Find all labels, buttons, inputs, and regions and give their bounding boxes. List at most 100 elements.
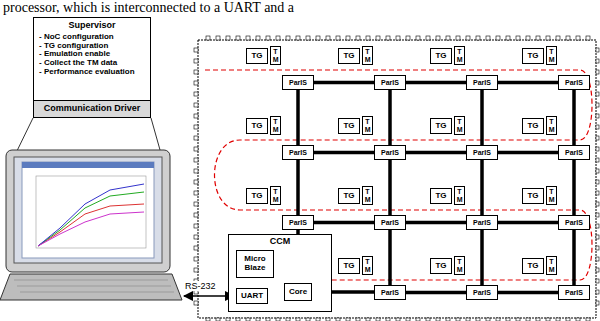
box-label: ParIS bbox=[565, 219, 583, 227]
box-label: ParIS bbox=[381, 289, 399, 297]
box-label: ParIS bbox=[565, 79, 583, 87]
noc-link bbox=[572, 90, 576, 145]
module-box: TG bbox=[430, 48, 452, 64]
box-label: T M bbox=[457, 118, 463, 133]
box-label: ParIS bbox=[289, 79, 307, 87]
module-box: ParIS bbox=[558, 215, 590, 230]
box-label: Communication Driver bbox=[44, 104, 141, 114]
noc-link bbox=[498, 221, 558, 225]
box-label: T M bbox=[549, 188, 555, 203]
noc-link bbox=[388, 230, 392, 285]
body-text: processor, which is interconnected to a … bbox=[2, 0, 295, 16]
module-box: Core bbox=[284, 283, 312, 301]
noc-link bbox=[572, 230, 576, 285]
box-label: ParIS bbox=[289, 219, 307, 227]
box-label: ParIS bbox=[381, 219, 399, 227]
noc-link bbox=[314, 81, 374, 85]
box-label: TG bbox=[527, 122, 538, 131]
module-box: ParIS bbox=[558, 145, 590, 160]
noc-link bbox=[480, 90, 484, 145]
box-label: T M bbox=[457, 48, 463, 63]
box-label: T M bbox=[457, 188, 463, 203]
noc-link bbox=[388, 160, 392, 215]
module-box: TG bbox=[430, 118, 452, 134]
box-label: TG bbox=[343, 122, 354, 131]
noc-link bbox=[314, 151, 374, 155]
module-box: ParIS bbox=[558, 285, 590, 300]
box-label: TG bbox=[435, 192, 446, 201]
noc-link bbox=[406, 221, 466, 225]
box-label: TG bbox=[343, 192, 354, 201]
box-label: TG bbox=[251, 192, 262, 201]
box-label: TG bbox=[251, 52, 262, 61]
box-label: T M bbox=[273, 48, 279, 63]
box-label: ParIS bbox=[473, 149, 491, 157]
ccm-block: CCMMicro BlazeUART Core bbox=[228, 234, 332, 312]
link-label: RS-232 bbox=[184, 281, 217, 291]
module-box: TG bbox=[522, 258, 544, 274]
monitor-box: T M bbox=[454, 256, 465, 275]
monitor-box: T M bbox=[362, 116, 373, 135]
box-label: CCM bbox=[270, 237, 291, 247]
module-box: TG bbox=[246, 118, 268, 134]
noc-link bbox=[388, 90, 392, 145]
module-box: TG bbox=[246, 188, 268, 204]
box-label: ParIS bbox=[381, 149, 399, 157]
box-label: Micro Blaze bbox=[243, 255, 267, 273]
box-label: Core bbox=[289, 288, 307, 297]
module-box: ParIS bbox=[466, 215, 498, 230]
module-box: ParIS bbox=[374, 145, 406, 160]
fpga-pins bbox=[194, 36, 599, 321]
noc-link bbox=[480, 230, 484, 285]
box-label: TG bbox=[343, 262, 354, 271]
noc-link bbox=[296, 90, 300, 145]
box-label: T M bbox=[273, 188, 279, 203]
box-label: TG bbox=[435, 52, 446, 61]
box-label: T M bbox=[365, 258, 371, 273]
task-item: - Emulation enable bbox=[39, 50, 110, 59]
box-label: T M bbox=[549, 118, 555, 133]
noc-link bbox=[406, 291, 466, 295]
module-box: ParIS bbox=[282, 75, 314, 90]
box-label: TG bbox=[527, 192, 538, 201]
box-label: T M bbox=[365, 118, 371, 133]
box-label: ParIS bbox=[565, 289, 583, 297]
monitor-box: T M bbox=[546, 256, 557, 275]
module-box: TG bbox=[522, 188, 544, 204]
noc-link bbox=[498, 291, 558, 295]
box-label: T M bbox=[273, 118, 279, 133]
box-label: ParIS bbox=[565, 149, 583, 157]
task-item: - TG configuration bbox=[39, 42, 108, 51]
module-box: TG bbox=[338, 258, 360, 274]
monitor-box: T M bbox=[362, 46, 373, 65]
box-label: TG bbox=[435, 262, 446, 271]
module-box: ParIS bbox=[374, 75, 406, 90]
module-box: UART bbox=[236, 288, 268, 304]
monitor-box: T M bbox=[362, 186, 373, 205]
noc-link bbox=[314, 221, 374, 225]
monitor-box: T M bbox=[454, 186, 465, 205]
module-box: TG bbox=[338, 118, 360, 134]
module-box: TG bbox=[338, 188, 360, 204]
module-box: TG bbox=[522, 118, 544, 134]
box-label: TG bbox=[343, 52, 354, 61]
noc-link bbox=[406, 81, 466, 85]
fpga-outline bbox=[198, 40, 596, 318]
noc-link bbox=[498, 151, 558, 155]
box-label: TG bbox=[251, 122, 262, 131]
task-item: - NoC configuration bbox=[39, 33, 114, 42]
box-label: Supervisor bbox=[68, 21, 115, 31]
monitor-box: T M bbox=[270, 46, 281, 65]
noc-link bbox=[480, 160, 484, 215]
box-label: ParIS bbox=[473, 289, 491, 297]
module-box: ParIS bbox=[558, 75, 590, 90]
noc-link bbox=[296, 160, 300, 215]
box-label: ParIS bbox=[289, 149, 307, 157]
module-box: ParIS bbox=[374, 215, 406, 230]
box-label: T M bbox=[549, 258, 555, 273]
module-box: TG bbox=[522, 48, 544, 64]
module-box: ParIS bbox=[466, 145, 498, 160]
module-box: ParIS bbox=[466, 75, 498, 90]
monitor-box: T M bbox=[270, 186, 281, 205]
